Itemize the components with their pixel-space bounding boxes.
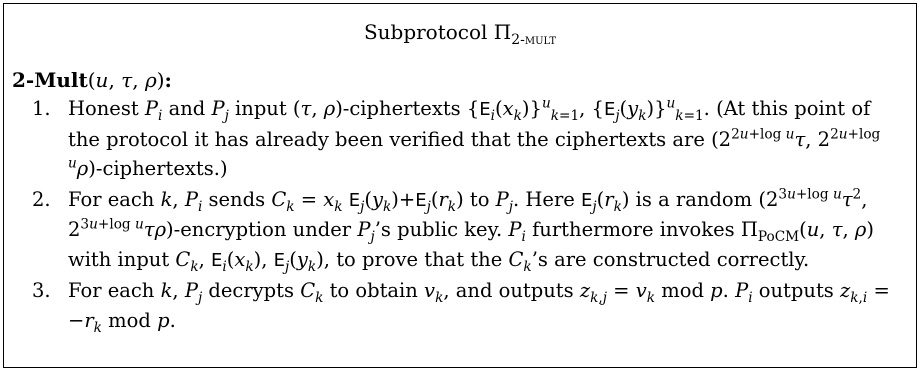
step-2: 2. For each k, Pi sends Ck = xk Ej(yk)+E…	[32, 185, 894, 276]
step-1: 1. Honest Pi and Pj input (τ, ρ)-ciphert…	[32, 94, 894, 184]
subprotocol-box: Subprotocol Π2-mult 2-Mult(u, τ, ρ): 1. …	[3, 3, 917, 368]
subprotocol-title: Subprotocol Π2-mult	[363, 20, 557, 48]
step-number: 3.	[32, 279, 51, 302]
step-3: 3. For each k, Pj decrypts Ck to obtain …	[32, 276, 894, 335]
step-number: 1.	[32, 97, 51, 120]
protocol-steps: 1. Honest Pi and Pj input (τ, ρ)-ciphert…	[32, 94, 894, 336]
protocol-heading: 2-Mult(u, τ, ρ):	[12, 68, 172, 92]
step-text: For each k, Pi sends Ck = xk Ej(yk)+Ej(r…	[68, 186, 874, 275]
step-number: 2.	[32, 187, 51, 211]
step-text: Honest Pi and Pj input (τ, ρ)-ciphertext…	[68, 95, 881, 180]
step-text: For each k, Pj decrypts Ck to obtain vk,…	[68, 279, 890, 336]
